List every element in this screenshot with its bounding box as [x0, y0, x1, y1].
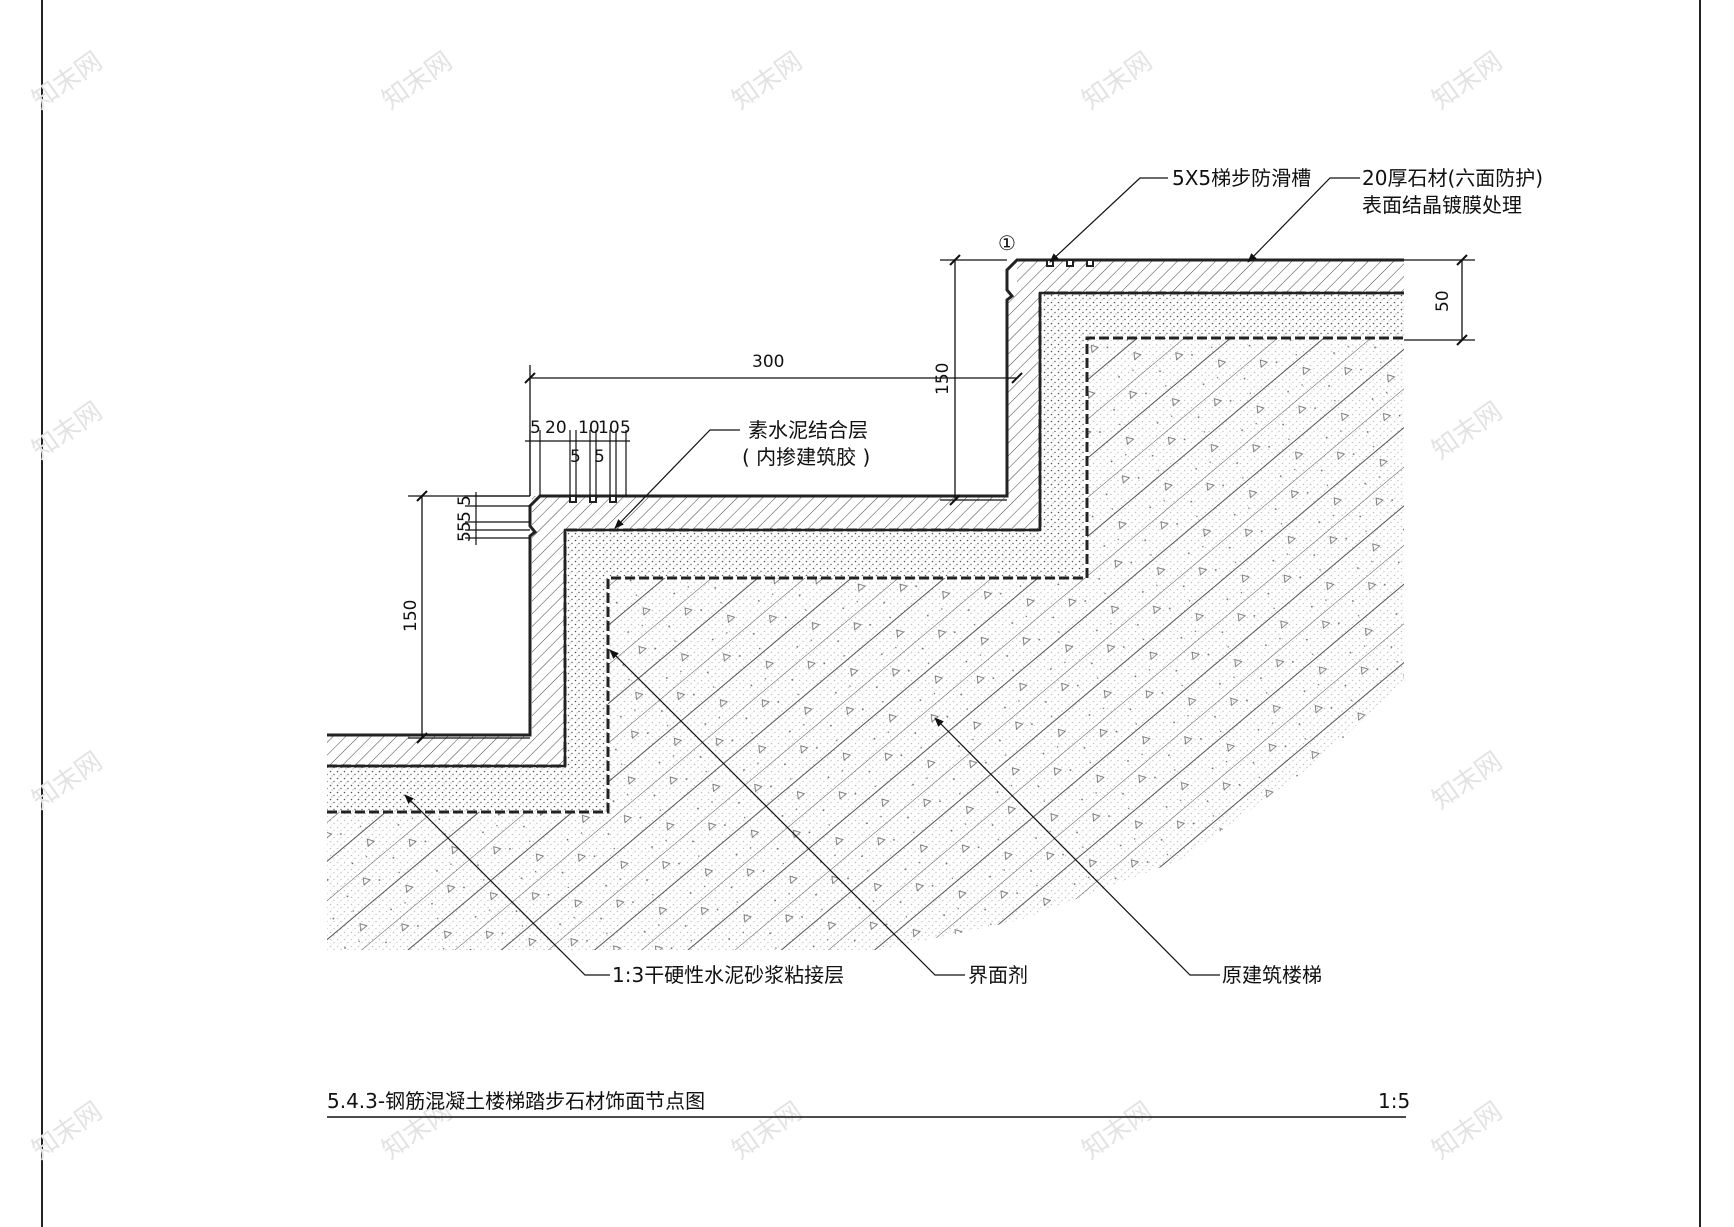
- original-stair-speckle: [327, 338, 1404, 950]
- dim-nosing-v3: 5: [455, 521, 475, 532]
- label-bond-line1: 素水泥结合层: [748, 418, 868, 442]
- anti-slip-grooves-upper: [1046, 259, 1094, 267]
- drawing-title: 5.4.3-钢筋混凝土楼梯踏步石材饰面节点图: [327, 1089, 705, 1113]
- watermark: 知末网: [1427, 396, 1508, 465]
- stone-outline-upper: [327, 258, 1404, 737]
- dim-tread-label: 300: [752, 352, 784, 372]
- leader-bond: [614, 429, 740, 529]
- watermark: 知末网: [27, 396, 108, 465]
- watermark: 知末网: [1427, 746, 1508, 815]
- watermark: 知末网: [1077, 46, 1158, 115]
- dim-riser-upper-label: 150: [933, 363, 953, 395]
- label-mortar: 1:3干硬性水泥砂浆粘接层: [612, 963, 844, 987]
- watermark: 知末网: [27, 746, 108, 815]
- drawing-scale: 1:5: [1378, 1089, 1410, 1113]
- watermark: 知末网: [727, 1096, 808, 1165]
- dim-groove-g4: 10: [598, 418, 620, 438]
- leader-mortar: [404, 794, 610, 976]
- leader-interface: [609, 649, 965, 976]
- watermark: 知末网: [377, 46, 458, 115]
- dim-groove-g6: 5: [570, 447, 581, 467]
- mortar-layer: [327, 293, 1404, 812]
- dimension-groove-chain: [525, 430, 630, 496]
- dim-groove-g1: 5: [530, 418, 541, 438]
- label-bond-line2: ( 内掺建筑胶 ): [742, 445, 870, 469]
- dim-nosing-v1: 5: [455, 495, 475, 506]
- label-stone-line1: 20厚石材(六面防护): [1362, 166, 1543, 190]
- watermark: 知末网: [1427, 46, 1508, 115]
- watermark: 知末网: [1427, 1096, 1508, 1165]
- dim-nosing-v2: 5: [455, 511, 475, 522]
- anti-slip-grooves-lower: [569, 495, 617, 503]
- label-interface: 界面剂: [968, 963, 1028, 987]
- dim-layer-total-label: 50: [1433, 290, 1453, 312]
- dim-riser-lower-label: 150: [401, 600, 421, 632]
- watermark: 知末网: [27, 1096, 108, 1165]
- leader-groove: [1049, 177, 1168, 263]
- label-stone-line2: 表面结晶镀膜处理: [1362, 193, 1522, 217]
- dim-groove-g2: 20: [545, 418, 567, 438]
- dimension-nosing-vertical: [465, 492, 530, 545]
- dim-groove-g7: 5: [594, 447, 605, 467]
- label-groove: 5X5梯步防滑槽: [1172, 166, 1311, 190]
- dimension-layer-total: [1404, 254, 1475, 346]
- leader-stair: [934, 717, 1220, 976]
- dim-groove-g3: 10: [578, 418, 600, 438]
- leader-stone: [1247, 177, 1360, 263]
- watermark: 知末网: [727, 46, 808, 115]
- stone-tread-upper: [327, 260, 1404, 766]
- dim-nosing-v4: 5: [455, 531, 475, 542]
- stone-inner-outline: [327, 291, 1404, 768]
- dim-groove-g5: 5: [620, 418, 631, 438]
- watermark: 知末网: [1077, 1096, 1158, 1165]
- dimension-riser-upper: [940, 254, 1007, 506]
- label-stair: 原建筑楼梯: [1222, 963, 1322, 987]
- watermark: 知末网: [27, 46, 108, 115]
- detail-marker: ①: [998, 231, 1016, 255]
